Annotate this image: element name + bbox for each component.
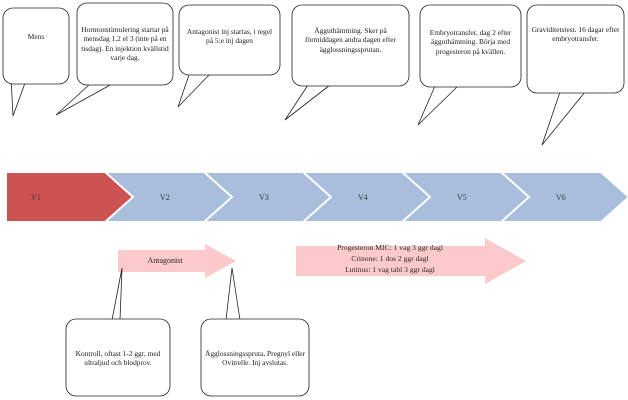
visit-label-v1: V1 (31, 193, 41, 202)
callout-text-antagonist-start: Antagonist inj startas, i regel på 5:e i… (186, 27, 273, 46)
callout-aegguthaemtning (284, 4, 410, 121)
progesterone-arrow (296, 238, 526, 284)
callout-mens (2, 7, 70, 117)
progesterone-line-3: Lutinus: 1 vag tabl 3 ggr dagl (345, 265, 435, 274)
callout-text-kontroll: Kontroll, oftast 1-2 ggr, med ultraljud … (75, 349, 161, 368)
callout-embryotransfer (417, 4, 522, 126)
callout-text-embryotransfer: Embryotransfer, dag 2 efter ägguthämtnin… (429, 28, 512, 56)
progesterone-line-2: Crinone: 1 dos 2 ggr dagl (351, 254, 429, 263)
callout-text-hormonstimulering: Hormonstimulering startar på mensdag 1,2… (81, 25, 169, 63)
callout-hormonstimulering (55, 2, 174, 116)
visit-label-v4: V4 (358, 193, 368, 202)
antagonist-label: Antagonist (147, 256, 183, 265)
antagonist-arrow (118, 244, 236, 278)
visit-label-v6: V6 (556, 193, 566, 202)
visit-label-v5: V5 (457, 193, 467, 202)
callout-text-aegglossningsspruta: Ägglossningsspruta, Pregnyl eller Ovitre… (205, 349, 305, 368)
visit-label-v3: V3 (259, 193, 269, 202)
callout-text-mens: Mens (27, 32, 45, 41)
callout-graviditetstest (526, 4, 625, 146)
callout-antagonist-start (177, 4, 281, 108)
progesterone-line-1: Progesteron MIC: 1 vag 3 ggr dagl (337, 243, 443, 252)
visit-label-v2: V2 (160, 193, 170, 202)
chevron-v6 (498, 171, 628, 223)
callout-kontroll (65, 267, 171, 397)
callout-aegglossningsspruta (200, 267, 310, 397)
timeline: V1 V2 V3 V4 V5 V6 (5, 171, 628, 223)
callout-text-aegguthaemtning: Ägguthämtning. Sker på förmiddagen andra… (305, 26, 396, 54)
callout-text-graviditetstest: Graviditetstest. 16 dagar efter embryotr… (531, 25, 620, 44)
